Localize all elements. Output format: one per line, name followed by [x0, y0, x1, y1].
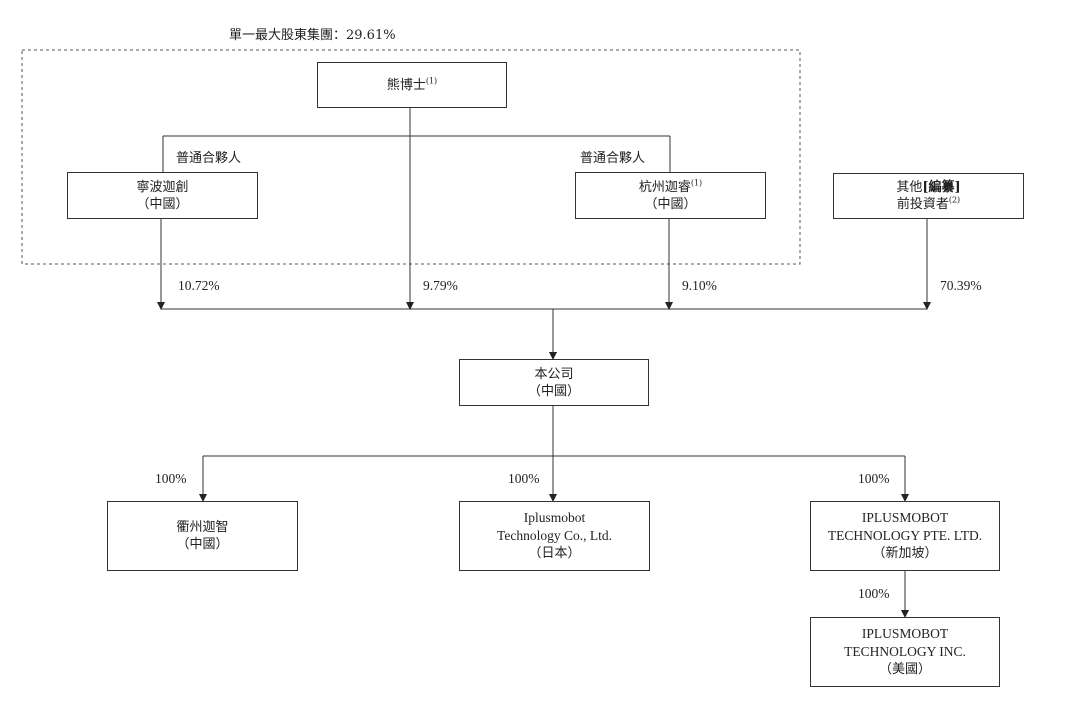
entity-xiong: 熊博士(1): [317, 62, 507, 108]
entity-quzhou-name: 衢州迦智: [176, 520, 229, 535]
entity-hangzhou-name: 杭州迦睿: [638, 179, 691, 195]
entity-ningbo-name: 寧波迦創: [136, 179, 189, 195]
entity-hangzhou: 杭州迦睿(1) （中國）: [575, 172, 766, 219]
entity-others-text: 其他: [896, 180, 923, 195]
note-marker: (1): [690, 178, 703, 188]
entity-quzhou: 衢州迦智 （中國）: [107, 501, 298, 571]
entity-company: 本公司 （中國）: [459, 359, 649, 406]
note-marker: (2): [948, 195, 961, 205]
entity-hangzhou-country: （中國）: [644, 196, 697, 212]
pct-usa: 100%: [858, 586, 890, 601]
group-label: 單一最大股東集團：29.61%: [229, 28, 396, 43]
pct-quzhou: 100%: [155, 471, 187, 486]
entity-others-line2: 前投資者: [896, 197, 949, 212]
entity-company-country: （中國）: [527, 383, 580, 399]
gp-label-hangzhou: 普通合夥人: [580, 151, 646, 166]
entity-japan-country: （日本）: [528, 546, 581, 561]
entity-others: 其他[編纂] 前投資者(2): [833, 173, 1024, 219]
entity-singapore-country: （新加坡）: [872, 546, 938, 561]
pct-singapore: 100%: [858, 471, 890, 486]
entity-singapore-line1: IPLUSMOBOT: [861, 510, 949, 525]
entity-ningbo-country: （中國）: [136, 196, 189, 212]
entity-usa: IPLUSMOBOT TECHNOLOGY INC. （美國）: [810, 617, 1000, 687]
pct-others: 70.39%: [940, 278, 982, 293]
entity-company-name: 本公司: [534, 366, 574, 382]
pct-hangzhou: 9.10%: [682, 278, 717, 293]
pct-xiong: 9.79%: [423, 278, 458, 293]
entity-quzhou-country: （中國）: [176, 537, 229, 552]
entity-ningbo: 寧波迦創 （中國）: [67, 172, 258, 219]
entity-japan-line1: Iplusmobot: [523, 510, 586, 525]
entity-usa-line2: TECHNOLOGY INC.: [844, 644, 966, 659]
gp-label-ningbo: 普通合夥人: [176, 151, 242, 166]
entity-japan-line2: Technology Co., Ltd.: [497, 528, 612, 543]
entity-xiong-name: 熊博士: [386, 77, 426, 93]
pct-japan: 100%: [508, 471, 540, 486]
entity-singapore-line2: TECHNOLOGY PTE. LTD.: [827, 528, 983, 543]
group-boundary: [21, 49, 801, 265]
entity-singapore: IPLUSMOBOT TECHNOLOGY PTE. LTD. （新加坡）: [810, 501, 1000, 571]
entity-others-redacted: [編纂]: [922, 180, 961, 195]
note-marker: (1): [425, 76, 438, 86]
entity-japan: Iplusmobot Technology Co., Ltd. （日本）: [459, 501, 650, 571]
pct-ningbo: 10.72%: [178, 278, 220, 293]
entity-usa-line1: IPLUSMOBOT: [861, 626, 949, 641]
entity-usa-country: （美國）: [878, 662, 931, 677]
gp-connector: [162, 135, 671, 172]
